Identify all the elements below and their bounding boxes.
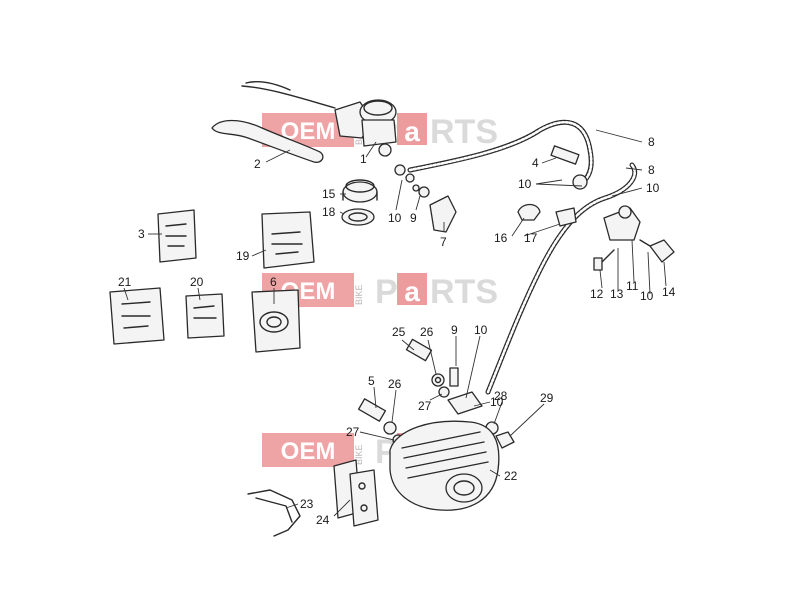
watermark-a-text: a [404, 276, 420, 307]
callout-10-caliper-lower: 10 [490, 395, 504, 409]
callout-15: 15 [322, 187, 336, 201]
callout-9-lower: 9 [451, 323, 458, 337]
callout-26-lower: 26 [388, 377, 402, 391]
callout-10-master: 10 [388, 211, 402, 225]
part-brake-switch [593, 205, 675, 271]
callout-29: 29 [540, 391, 554, 405]
callout-7: 7 [440, 235, 447, 249]
callout-labels: 1 2 3 4 5 6 7 8 8 9 9 10 10 10 10 10 10 … [118, 135, 676, 527]
callout-13: 13 [610, 287, 624, 301]
part-reservoir-gasket [341, 208, 375, 226]
callout-10-union: 10 [518, 177, 532, 191]
part-pad-spring [247, 489, 301, 537]
part-nut-29 [495, 431, 515, 449]
callout-1: 1 [360, 152, 367, 166]
part-kit-bag-21 [109, 287, 165, 345]
part-kit-bag-20 [185, 293, 225, 339]
callout-21: 21 [118, 275, 132, 289]
part-caliper-bolt-5 [357, 398, 387, 422]
callout-25: 25 [392, 325, 406, 339]
part-kit-bag-3 [157, 209, 197, 263]
part-kit-bag-19 [261, 211, 315, 269]
part-master-cylinder [334, 99, 397, 157]
callout-10-hose: 10 [646, 181, 660, 195]
part-reservoir-cap [342, 179, 378, 203]
part-washer-27-upper [438, 386, 450, 398]
callout-8-lower: 8 [648, 163, 655, 177]
callout-27-upper: 27 [418, 399, 432, 413]
callout-23: 23 [300, 497, 314, 511]
callout-27-lower: 27 [346, 425, 360, 439]
watermark-bike-text: BIKE [354, 284, 364, 305]
watermark-rts-text: RTS [430, 113, 498, 151]
callout-22: 22 [504, 469, 518, 483]
callout-14: 14 [662, 285, 676, 299]
callout-11: 11 [626, 279, 639, 293]
callout-8-upper: 8 [648, 135, 655, 149]
part-caliper-bolt-25 [405, 338, 433, 362]
part-bleeder-9 [449, 367, 459, 387]
part-banjo-fitting [418, 186, 457, 233]
part-brake-hose-long [485, 162, 638, 395]
watermark-a-text: a [404, 116, 420, 147]
part-brake-hose-upper [407, 119, 594, 188]
callout-10-caliper-upper: 10 [474, 323, 488, 337]
watermark-bike-text: BIKE [354, 444, 364, 465]
part-brake-pads [333, 459, 379, 527]
callout-17: 17 [524, 231, 538, 245]
callout-2: 2 [254, 157, 261, 171]
part-washers-upper [394, 164, 420, 192]
part-hose-sleeve [555, 207, 577, 227]
callout-5: 5 [368, 374, 375, 388]
callout-18: 18 [322, 205, 336, 219]
watermark-oem-text: OEM [281, 438, 336, 465]
callout-16: 16 [494, 231, 508, 245]
callout-19: 19 [236, 249, 250, 263]
callout-28: 28 [494, 389, 508, 403]
callout-24: 24 [316, 513, 330, 527]
callout-20: 20 [190, 275, 204, 289]
callout-6: 6 [270, 275, 277, 289]
part-brake-caliper [389, 420, 500, 511]
part-washer-26-lower [383, 421, 397, 435]
callout-10-switch: 10 [640, 289, 654, 303]
leader-lines [123, 129, 667, 517]
callout-9-upper: 9 [410, 211, 417, 225]
part-kit-bag-6 [251, 289, 301, 353]
callout-3: 3 [138, 227, 145, 241]
part-washer-26-upper [431, 373, 445, 387]
part-banjo-caliper [447, 391, 483, 415]
callout-12: 12 [590, 287, 604, 301]
watermark-rts-text: RTS [430, 273, 498, 311]
part-union-bolt [550, 145, 588, 190]
watermark-p-text: P [375, 273, 398, 311]
part-brake-lever [211, 81, 336, 163]
callout-26-upper: 26 [420, 325, 434, 339]
callout-4: 4 [532, 156, 539, 170]
part-hose-clip [517, 203, 541, 221]
